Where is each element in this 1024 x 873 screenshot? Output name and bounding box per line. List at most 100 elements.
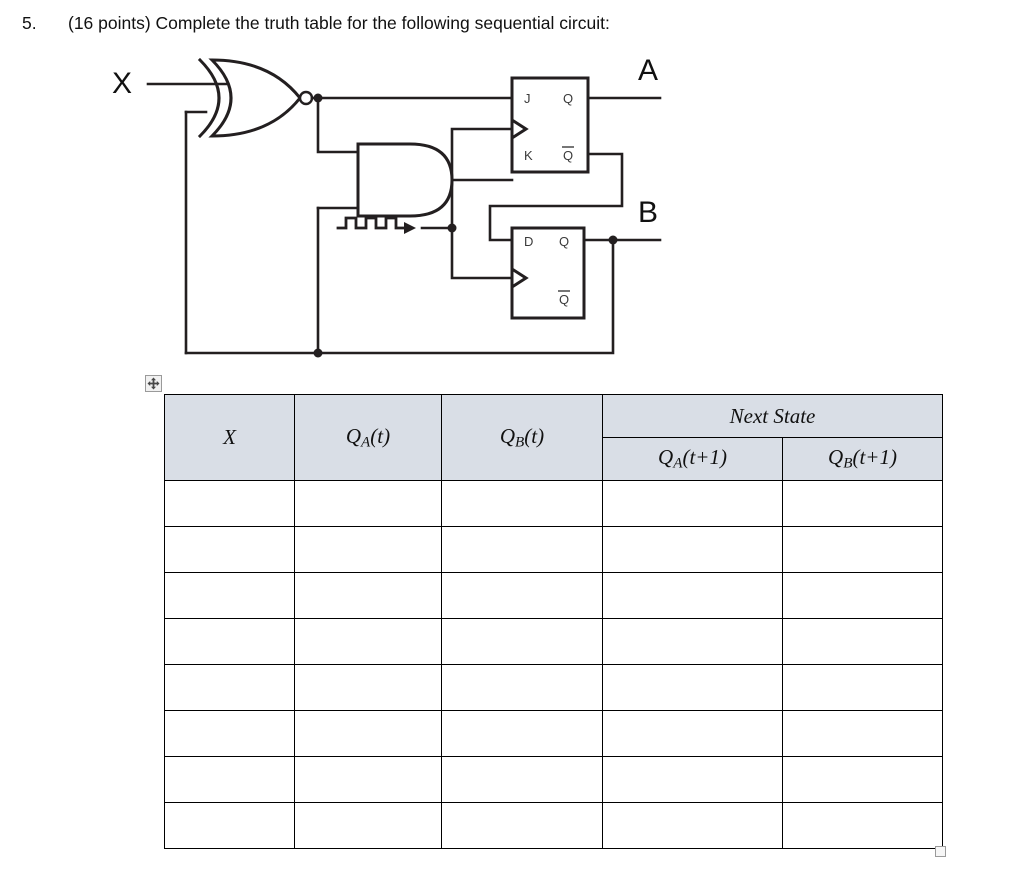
wire-clock-to-jk [450, 127, 514, 230]
table-row[interactable] [164, 572, 944, 619]
table-cell-qb_next[interactable] [781, 480, 944, 527]
header-cell-next-state: Next State [601, 394, 944, 438]
table-row[interactable] [164, 526, 944, 573]
header-label-qa-next-main: Q [658, 445, 674, 470]
table-cell-qa_next[interactable] [602, 480, 783, 527]
table-cell-qa_next[interactable] [602, 664, 783, 711]
move-cross-icon [147, 377, 160, 390]
output-a-label: A [638, 54, 658, 87]
table-cell-qb_next[interactable] [781, 802, 944, 849]
table-cell-qb[interactable] [441, 526, 603, 573]
header-row-top: X QA(t) QB(t) Next State [164, 394, 944, 481]
table-cell-qb[interactable] [441, 480, 603, 527]
table-cell-qa_next[interactable] [602, 572, 783, 619]
table-cell-qb[interactable] [441, 802, 603, 849]
header-label-qb-next-tail: (t+1) [852, 445, 897, 470]
table-cell-qb[interactable] [441, 710, 603, 757]
table-cell-qa_next[interactable] [602, 756, 783, 803]
table-cell-x[interactable] [164, 526, 295, 573]
table-cell-qb_next[interactable] [781, 710, 944, 757]
table-cell-qb[interactable] [441, 664, 603, 711]
xnor-gate [197, 57, 314, 139]
wire-jk-qbar-to-d-input [488, 152, 624, 242]
header-label-qa-tail: (t) [370, 423, 391, 448]
table-cell-qa[interactable] [294, 802, 442, 849]
table-cell-x[interactable] [164, 664, 295, 711]
header-cell-qb-next: QB(t+1) [781, 437, 944, 481]
circuit-svg: X [112, 54, 662, 358]
truth-table-body[interactable] [164, 480, 944, 849]
table-cell-qa[interactable] [294, 618, 442, 665]
header-label-qb-sub: B [515, 434, 525, 451]
clock-arrow-icon [404, 222, 416, 234]
question-heading: 5. (16 points) Complete the truth table … [0, 8, 1024, 42]
d-clock-triangle-icon [510, 266, 529, 290]
table-resize-handle[interactable] [935, 846, 946, 857]
header-cell-x: X [164, 394, 295, 481]
d-flipflop: D Q Q [510, 226, 586, 320]
question-prompt-text: (16 points) Complete the truth table for… [68, 13, 610, 33]
table-cell-qa_next[interactable] [602, 618, 783, 665]
input-x-label: X [112, 67, 132, 100]
table-row[interactable] [164, 618, 944, 665]
table-cell-x[interactable] [164, 618, 295, 665]
table-row[interactable] [164, 802, 944, 849]
table-cell-qa[interactable] [294, 480, 442, 527]
table-cell-qa[interactable] [294, 572, 442, 619]
and-gate-body [356, 142, 454, 218]
clock-waveform-icon [336, 216, 406, 230]
table-cell-qa_next[interactable] [602, 802, 783, 849]
d-pin-qbar-label: Q [559, 292, 569, 307]
wire-b-feedback-rail [184, 238, 615, 355]
header-label-qa-sub: A [361, 434, 371, 451]
table-cell-qb[interactable] [441, 618, 603, 665]
table-cell-qa[interactable] [294, 756, 442, 803]
header-label-qa-next-sub: A [673, 455, 683, 472]
wire-clock-to-d [450, 226, 514, 280]
table-move-handle[interactable] [145, 375, 162, 392]
table-cell-qb_next[interactable] [781, 618, 944, 665]
output-b-label: B [638, 196, 658, 229]
table-cell-qb_next[interactable] [781, 572, 944, 619]
clock-source [336, 216, 457, 234]
table-cell-qa_next[interactable] [602, 526, 783, 573]
table-cell-x[interactable] [164, 756, 295, 803]
table-cell-x[interactable] [164, 480, 295, 527]
table-row[interactable] [164, 480, 944, 527]
table-cell-qb_next[interactable] [781, 526, 944, 573]
table-cell-qa[interactable] [294, 710, 442, 757]
header-cell-qb-t: QB(t) [441, 394, 603, 481]
jk-clock-triangle-icon [510, 117, 529, 141]
truth-table-header: X QA(t) QB(t) Next State QA(t+1) QB(t+1) [164, 394, 944, 481]
jk-pin-j-label: J [524, 91, 531, 106]
header-label-qa-next-tail: (t+1) [682, 445, 727, 470]
table-cell-x[interactable] [164, 710, 295, 757]
table-cell-x[interactable] [164, 802, 295, 849]
table-cell-qa[interactable] [294, 664, 442, 711]
header-label-x: X [223, 425, 236, 449]
table-row[interactable] [164, 710, 944, 757]
header-cell-qa-next: QA(t+1) [602, 437, 783, 481]
table-cell-qb_next[interactable] [781, 756, 944, 803]
table-cell-x[interactable] [164, 572, 295, 619]
header-label-qb-tail: (t) [524, 423, 545, 448]
table-row[interactable] [164, 756, 944, 803]
table-cell-qb[interactable] [441, 572, 603, 619]
table-cell-qb_next[interactable] [781, 664, 944, 711]
jk-flipflop-box [510, 76, 590, 174]
header-cell-qa-t: QA(t) [294, 394, 442, 481]
truth-table-container[interactable]: X QA(t) QB(t) Next State QA(t+1) QB(t+1) [164, 394, 944, 849]
xnor-gate-body [208, 58, 302, 138]
table-cell-qb[interactable] [441, 756, 603, 803]
d-pin-d-label: D [524, 234, 533, 249]
header-label-next-state: Next State [729, 403, 816, 428]
truth-table[interactable]: X QA(t) QB(t) Next State QA(t+1) QB(t+1) [164, 394, 944, 849]
table-row[interactable] [164, 664, 944, 711]
jk-pin-q-label: Q [563, 91, 573, 106]
xnor-gate-xor-arc [197, 57, 221, 139]
d-pin-q-label: Q [559, 234, 569, 249]
header-label-qb-next-sub: B [843, 455, 853, 472]
table-cell-qa[interactable] [294, 526, 442, 573]
table-cell-qa_next[interactable] [602, 710, 783, 757]
jk-pin-k-label: K [524, 148, 533, 163]
